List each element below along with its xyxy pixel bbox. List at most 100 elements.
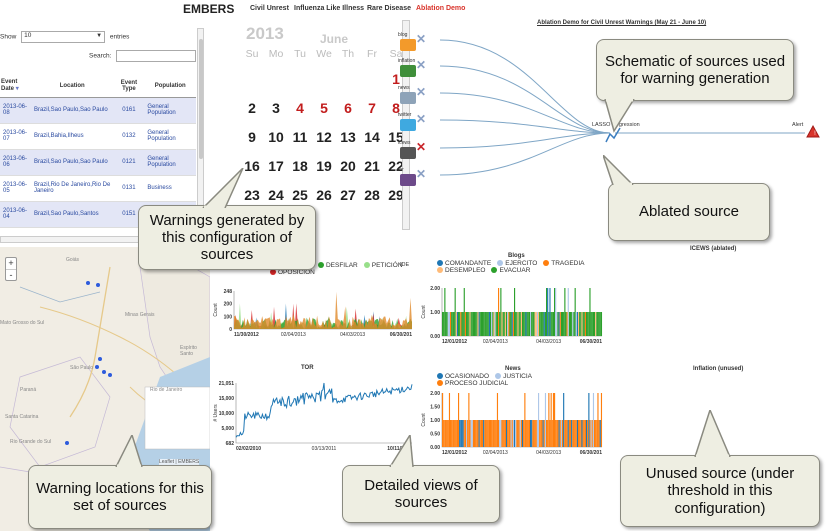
calendar-day[interactable]: 21 [364, 157, 380, 174]
source-tor[interactable]: tor✕ [398, 167, 438, 191]
col-location[interactable]: Location [30, 75, 114, 98]
legend-item[interactable]: PETICIÓN [363, 262, 402, 269]
search-input[interactable] [116, 50, 197, 62]
brand-logo[interactable]: EMBERS [183, 2, 235, 16]
sort-desc-icon: ▾ [15, 86, 19, 93]
bar [560, 420, 563, 447]
calendar-day[interactable]: 4 [296, 99, 304, 116]
calendar-day[interactable]: 24 [268, 186, 284, 203]
calendar-day[interactable]: 17 [268, 157, 284, 174]
zoom-out-button[interactable]: - [9, 270, 13, 280]
calendar-day[interactable]: 23 [244, 186, 260, 203]
bar [522, 420, 524, 447]
bar [514, 420, 516, 447]
calendar-day[interactable]: 6 [344, 99, 352, 116]
bar [459, 312, 461, 336]
map-attribution[interactable]: Leaflet | EMBERS [159, 459, 200, 465]
bar [578, 420, 580, 447]
bar [461, 420, 463, 447]
calendar-day[interactable]: 14 [364, 128, 380, 145]
col-event-date[interactable]: Event Date ▾ [0, 75, 31, 98]
bar [527, 420, 529, 447]
x-tick-label: 12/01/2012 [442, 339, 467, 343]
source-blog[interactable]: blog✕ [398, 32, 438, 56]
legend-item[interactable]: PROCESO JUDICIAL [437, 380, 508, 387]
legend-item[interactable]: COMANDANTE [437, 260, 491, 267]
legend-item[interactable]: DESFILAR [317, 262, 358, 269]
ablate-toggle-x-icon[interactable]: ✕ [416, 167, 427, 181]
calendar-day[interactable]: 22 [388, 157, 404, 174]
legend-item[interactable]: JUSTICIA [495, 373, 532, 380]
nav-influenza[interactable]: Influenza Like Illness [294, 5, 365, 12]
bar [448, 312, 451, 336]
legend-item[interactable]: TRAGEDIA [543, 260, 585, 267]
calendar-day[interactable]: 20 [340, 157, 356, 174]
nav-rare-disease[interactable]: Rare Disease [367, 5, 411, 12]
inflation-title: Inflation (unused) [693, 366, 744, 372]
calendar-day[interactable]: 1 [392, 70, 400, 87]
calendar-day[interactable]: 28 [364, 186, 380, 203]
ablate-toggle-x-icon[interactable]: ✕ [416, 58, 427, 72]
calendar-day[interactable]: 5 [320, 99, 328, 116]
calendar-day[interactable]: 13 [340, 128, 356, 145]
calendar-day[interactable]: 25 [292, 186, 308, 203]
bar [583, 420, 585, 447]
ablate-toggle-x-icon[interactable]: ✕ [416, 140, 427, 154]
calendar-day[interactable]: 12 [316, 128, 332, 145]
nav-civil-unrest[interactable]: Civil Unrest [250, 5, 289, 12]
bar [559, 312, 561, 336]
legend-item[interactable]: OPOSICIÓN [270, 269, 315, 276]
calendar-day[interactable]: 15 [388, 128, 404, 145]
calendar-day[interactable]: 10 [268, 128, 284, 145]
bar [456, 420, 459, 447]
bar [583, 312, 585, 336]
legend-item[interactable]: EJERCITO [497, 260, 537, 267]
page-length-select[interactable]: 10 ▼ [21, 31, 106, 43]
zoom-in-button[interactable]: + [6, 258, 16, 270]
source-label: twitter [398, 112, 412, 118]
legend-item[interactable]: EVACUAR [491, 267, 530, 274]
ablate-toggle-x-icon[interactable]: ✕ [416, 112, 427, 126]
calendar-day[interactable]: 2 [248, 99, 256, 116]
legend-item[interactable]: OCASIONADO [437, 373, 489, 380]
zoom-control: + - [5, 257, 17, 281]
bar [527, 312, 529, 336]
ablate-toggle-x-icon[interactable]: ✕ [416, 32, 427, 46]
calendar-day[interactable]: 18 [292, 157, 308, 174]
calendar-day[interactable]: 19 [316, 157, 332, 174]
bar [575, 312, 577, 336]
legend-dot-icon [437, 373, 443, 380]
ablate-toggle-x-icon[interactable]: ✕ [416, 85, 427, 99]
source-inflation[interactable]: inflation✕ [398, 58, 438, 82]
bar [535, 312, 537, 336]
bar [523, 312, 525, 336]
legend-item[interactable]: DESEMPLEO [437, 267, 485, 274]
calendar-day[interactable]: 26 [316, 186, 332, 203]
bar [587, 420, 589, 447]
calendar-day[interactable]: 29 [388, 186, 404, 203]
bar [532, 312, 534, 336]
col-population[interactable]: Population [144, 75, 196, 98]
calendar-day[interactable]: 9 [248, 128, 256, 145]
bar [491, 420, 493, 447]
cell-population: General Population [144, 149, 196, 176]
calendar-day[interactable]: 27 [340, 186, 356, 203]
source-icews[interactable]: icews✕ [398, 140, 438, 164]
calendar-day[interactable]: 8 [392, 99, 400, 116]
source-twitter[interactable]: twitter ✕ [398, 112, 438, 136]
col-event-type[interactable]: Event Type [113, 75, 145, 98]
calendar-day[interactable]: 3 [272, 99, 280, 116]
calendar-day[interactable]: 16 [244, 157, 260, 174]
bar [482, 420, 484, 447]
nav-ablation-demo[interactable]: Ablation Demo [416, 5, 466, 12]
bar [584, 420, 587, 447]
source-news[interactable]: news✕ [398, 85, 438, 109]
bar [488, 420, 491, 447]
calendar-day[interactable]: 11 [292, 128, 308, 145]
calendar-day[interactable]: 7 [368, 99, 376, 116]
